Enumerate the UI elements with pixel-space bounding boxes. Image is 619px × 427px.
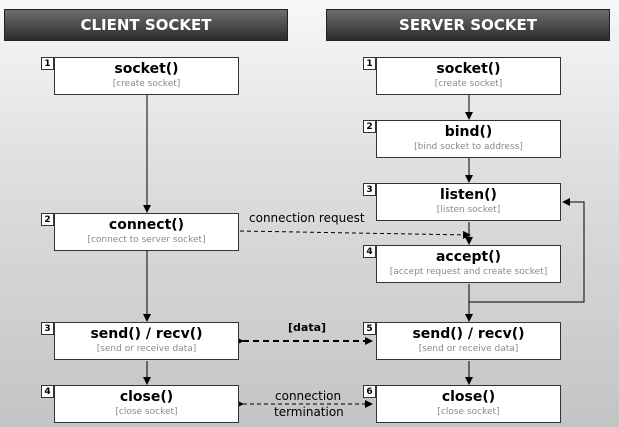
step-number: 3 — [363, 183, 376, 196]
server-step-socket: 1 socket() [create socket] — [363, 57, 561, 95]
step-description: [bind socket to address] — [414, 142, 523, 152]
step-title: socket() — [436, 61, 501, 77]
server-socket-header: SERVER SOCKET — [326, 9, 610, 41]
step-title: accept() — [435, 249, 502, 265]
step-title: socket() — [114, 61, 179, 77]
termination-label-line2: termination — [274, 405, 344, 419]
step-title: listen() — [440, 187, 497, 203]
step-number: 3 — [41, 322, 54, 335]
step-description: [close socket] — [115, 407, 178, 417]
data-label: [data] — [288, 321, 327, 334]
server-step-bind: 2 bind() [bind socket to address] — [363, 120, 561, 158]
client-step-send-recv: 3 send() / recv() [send or receive data] — [41, 322, 239, 360]
step-description: [create socket] — [434, 79, 503, 89]
server-step-close: 6 close() [close socket] — [363, 385, 561, 423]
step-title: send() / recv() — [90, 326, 203, 342]
step-description: [close socket] — [437, 407, 500, 417]
step-title: bind() — [444, 124, 493, 140]
step-description: [create socket] — [112, 79, 181, 89]
step-description: [listen socket] — [436, 205, 501, 215]
server-step-send-recv: 5 send() / recv() [send or receive data] — [363, 322, 561, 360]
client-step-connect: 2 connect() [connect to server socket] — [41, 213, 239, 251]
step-title: send() / recv() — [412, 326, 525, 342]
step-description: [send or receive data] — [96, 344, 197, 354]
step-title: connect() — [108, 217, 185, 233]
connection-request-label: connection request — [249, 211, 365, 225]
step-description: [send or receive data] — [418, 344, 519, 354]
step-number: 4 — [41, 385, 54, 398]
step-title: close() — [119, 389, 174, 405]
step-title: close() — [441, 389, 496, 405]
step-number: 2 — [363, 120, 376, 133]
step-number: 5 — [363, 322, 376, 335]
termination-label-line1: connection — [275, 389, 342, 403]
client-socket-header: CLIENT SOCKET — [4, 9, 288, 41]
client-step-socket: 1 socket() [create socket] — [41, 57, 239, 95]
step-number: 4 — [363, 245, 376, 258]
step-description: [connect to server socket] — [87, 235, 206, 245]
step-description: [accept request and create socket] — [389, 267, 548, 277]
server-step-accept: 4 accept() [accept request and create so… — [363, 245, 561, 283]
step-number: 1 — [41, 57, 54, 70]
connection-request-arrow — [239, 230, 471, 239]
client-step-close: 4 close() [close socket] — [41, 385, 239, 423]
step-number: 1 — [363, 57, 376, 70]
step-number: 6 — [363, 385, 376, 398]
server-step-listen: 3 listen() [listen socket] — [363, 183, 561, 221]
server-loop-back — [469, 198, 585, 303]
step-number: 2 — [41, 213, 54, 226]
